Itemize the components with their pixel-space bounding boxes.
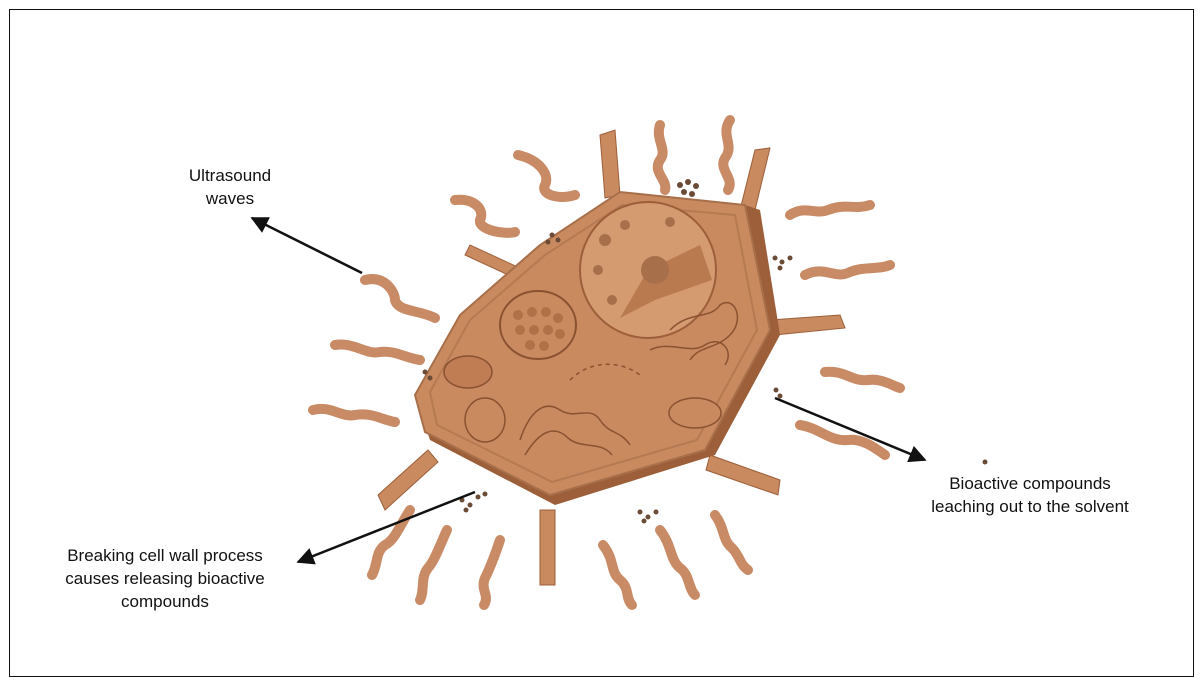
- label-line: Breaking cell wall process: [20, 544, 310, 567]
- wave: [420, 530, 447, 600]
- label-bioactive-leaching: Bioactive compounds leaching out to the …: [890, 472, 1170, 518]
- wave: [825, 372, 900, 388]
- wave: [715, 515, 748, 570]
- wave: [723, 120, 730, 190]
- beam: [540, 510, 555, 585]
- beam: [706, 455, 780, 495]
- wave: [800, 425, 885, 455]
- wave: [518, 155, 575, 197]
- wave: [660, 530, 695, 595]
- vacuole: [500, 291, 576, 359]
- wave: [790, 205, 870, 215]
- label-line: Ultrasound: [140, 164, 320, 187]
- label-breaking-cell-wall: Breaking cell wall process causes releas…: [20, 544, 310, 613]
- wave: [484, 540, 500, 605]
- beam: [740, 148, 770, 210]
- wave: [658, 125, 666, 190]
- label-line: waves: [140, 187, 320, 210]
- nucleus: [580, 202, 716, 338]
- wave: [365, 279, 435, 318]
- wave: [455, 200, 515, 233]
- wave: [603, 545, 632, 605]
- wave: [805, 265, 890, 275]
- arrow-ultrasound: [252, 218, 362, 273]
- label-ultrasound-waves: Ultrasound waves: [140, 164, 320, 210]
- beam: [770, 315, 845, 335]
- label-line: Bioactive compounds: [890, 472, 1170, 495]
- wave: [335, 345, 420, 360]
- label-line: causes releasing bioactive: [20, 567, 310, 590]
- beam: [378, 450, 438, 510]
- beam: [600, 130, 620, 198]
- label-line: compounds: [20, 590, 310, 613]
- label-line: leaching out to the solvent: [890, 495, 1170, 518]
- wave: [313, 409, 395, 422]
